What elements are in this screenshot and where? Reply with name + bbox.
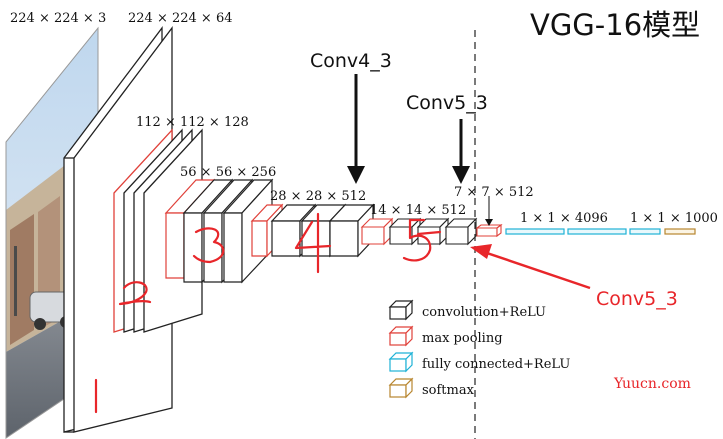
block5-layers	[360, 217, 478, 246]
dim-label-output: 1 × 1 × 1000	[630, 211, 718, 226]
dim-label-fc: 1 × 1 × 4096	[520, 211, 608, 226]
legend-label-max-pooling: max pooling	[422, 331, 503, 346]
legend-label-fully-connected: fully connected+ReLU	[422, 357, 570, 372]
dim-label-block3: 56 × 56 × 256	[180, 165, 276, 180]
watermark: Yuucn.com	[613, 376, 691, 392]
fc-layer-2	[567, 228, 627, 235]
legend: convolution+ReLU max pooling fully conne…	[388, 299, 570, 399]
legend-label-convolution: convolution+ReLU	[422, 305, 546, 320]
legend-item-fully-connected: fully connected+ReLU	[388, 351, 570, 373]
fc-layer-3	[629, 228, 661, 235]
callout-conv4-3: Conv4_3	[310, 50, 392, 72]
handwritten-dash	[416, 230, 442, 236]
handwritten-5	[402, 218, 432, 262]
callout-conv5-3-arrowhead	[452, 166, 470, 184]
legend-item-convolution: convolution+ReLU	[388, 299, 546, 321]
handwritten-3	[192, 227, 225, 264]
red-annotation-arrowhead	[470, 244, 492, 259]
handwritten-4	[294, 212, 332, 274]
red-annotation-arrow	[483, 250, 591, 290]
block4-layers	[250, 203, 375, 258]
fc-layer-1	[505, 228, 565, 235]
final-pool-layer	[475, 223, 503, 238]
dim-label-input: 224 × 224 × 3	[10, 11, 106, 26]
softmax-layer	[664, 228, 696, 235]
handwritten-2	[118, 281, 152, 306]
legend-item-softmax: softmax	[388, 377, 475, 399]
legend-item-max-pooling: max pooling	[388, 325, 503, 347]
fc-layers	[505, 228, 696, 235]
legend-label-softmax: softmax	[422, 383, 475, 398]
callout-conv5-3-top: Conv5_3	[406, 92, 488, 114]
diagram-title: VGG-16模型	[530, 8, 700, 42]
dim-label-block2: 112 × 112 × 128	[136, 115, 249, 130]
small-pointer-head	[485, 219, 493, 226]
callout-conv5-3-right: Conv5_3	[596, 288, 678, 310]
callout-conv4-3-arrowhead	[347, 166, 365, 184]
dim-label-block5: 14 × 14 × 512	[370, 203, 466, 218]
dim-label-block4: 28 × 28 × 512	[270, 189, 366, 204]
dim-label-pool5: 7 × 7 × 512	[454, 185, 534, 200]
dim-label-block1: 224 × 224 × 64	[128, 11, 232, 26]
handwritten-annotations	[94, 212, 442, 414]
